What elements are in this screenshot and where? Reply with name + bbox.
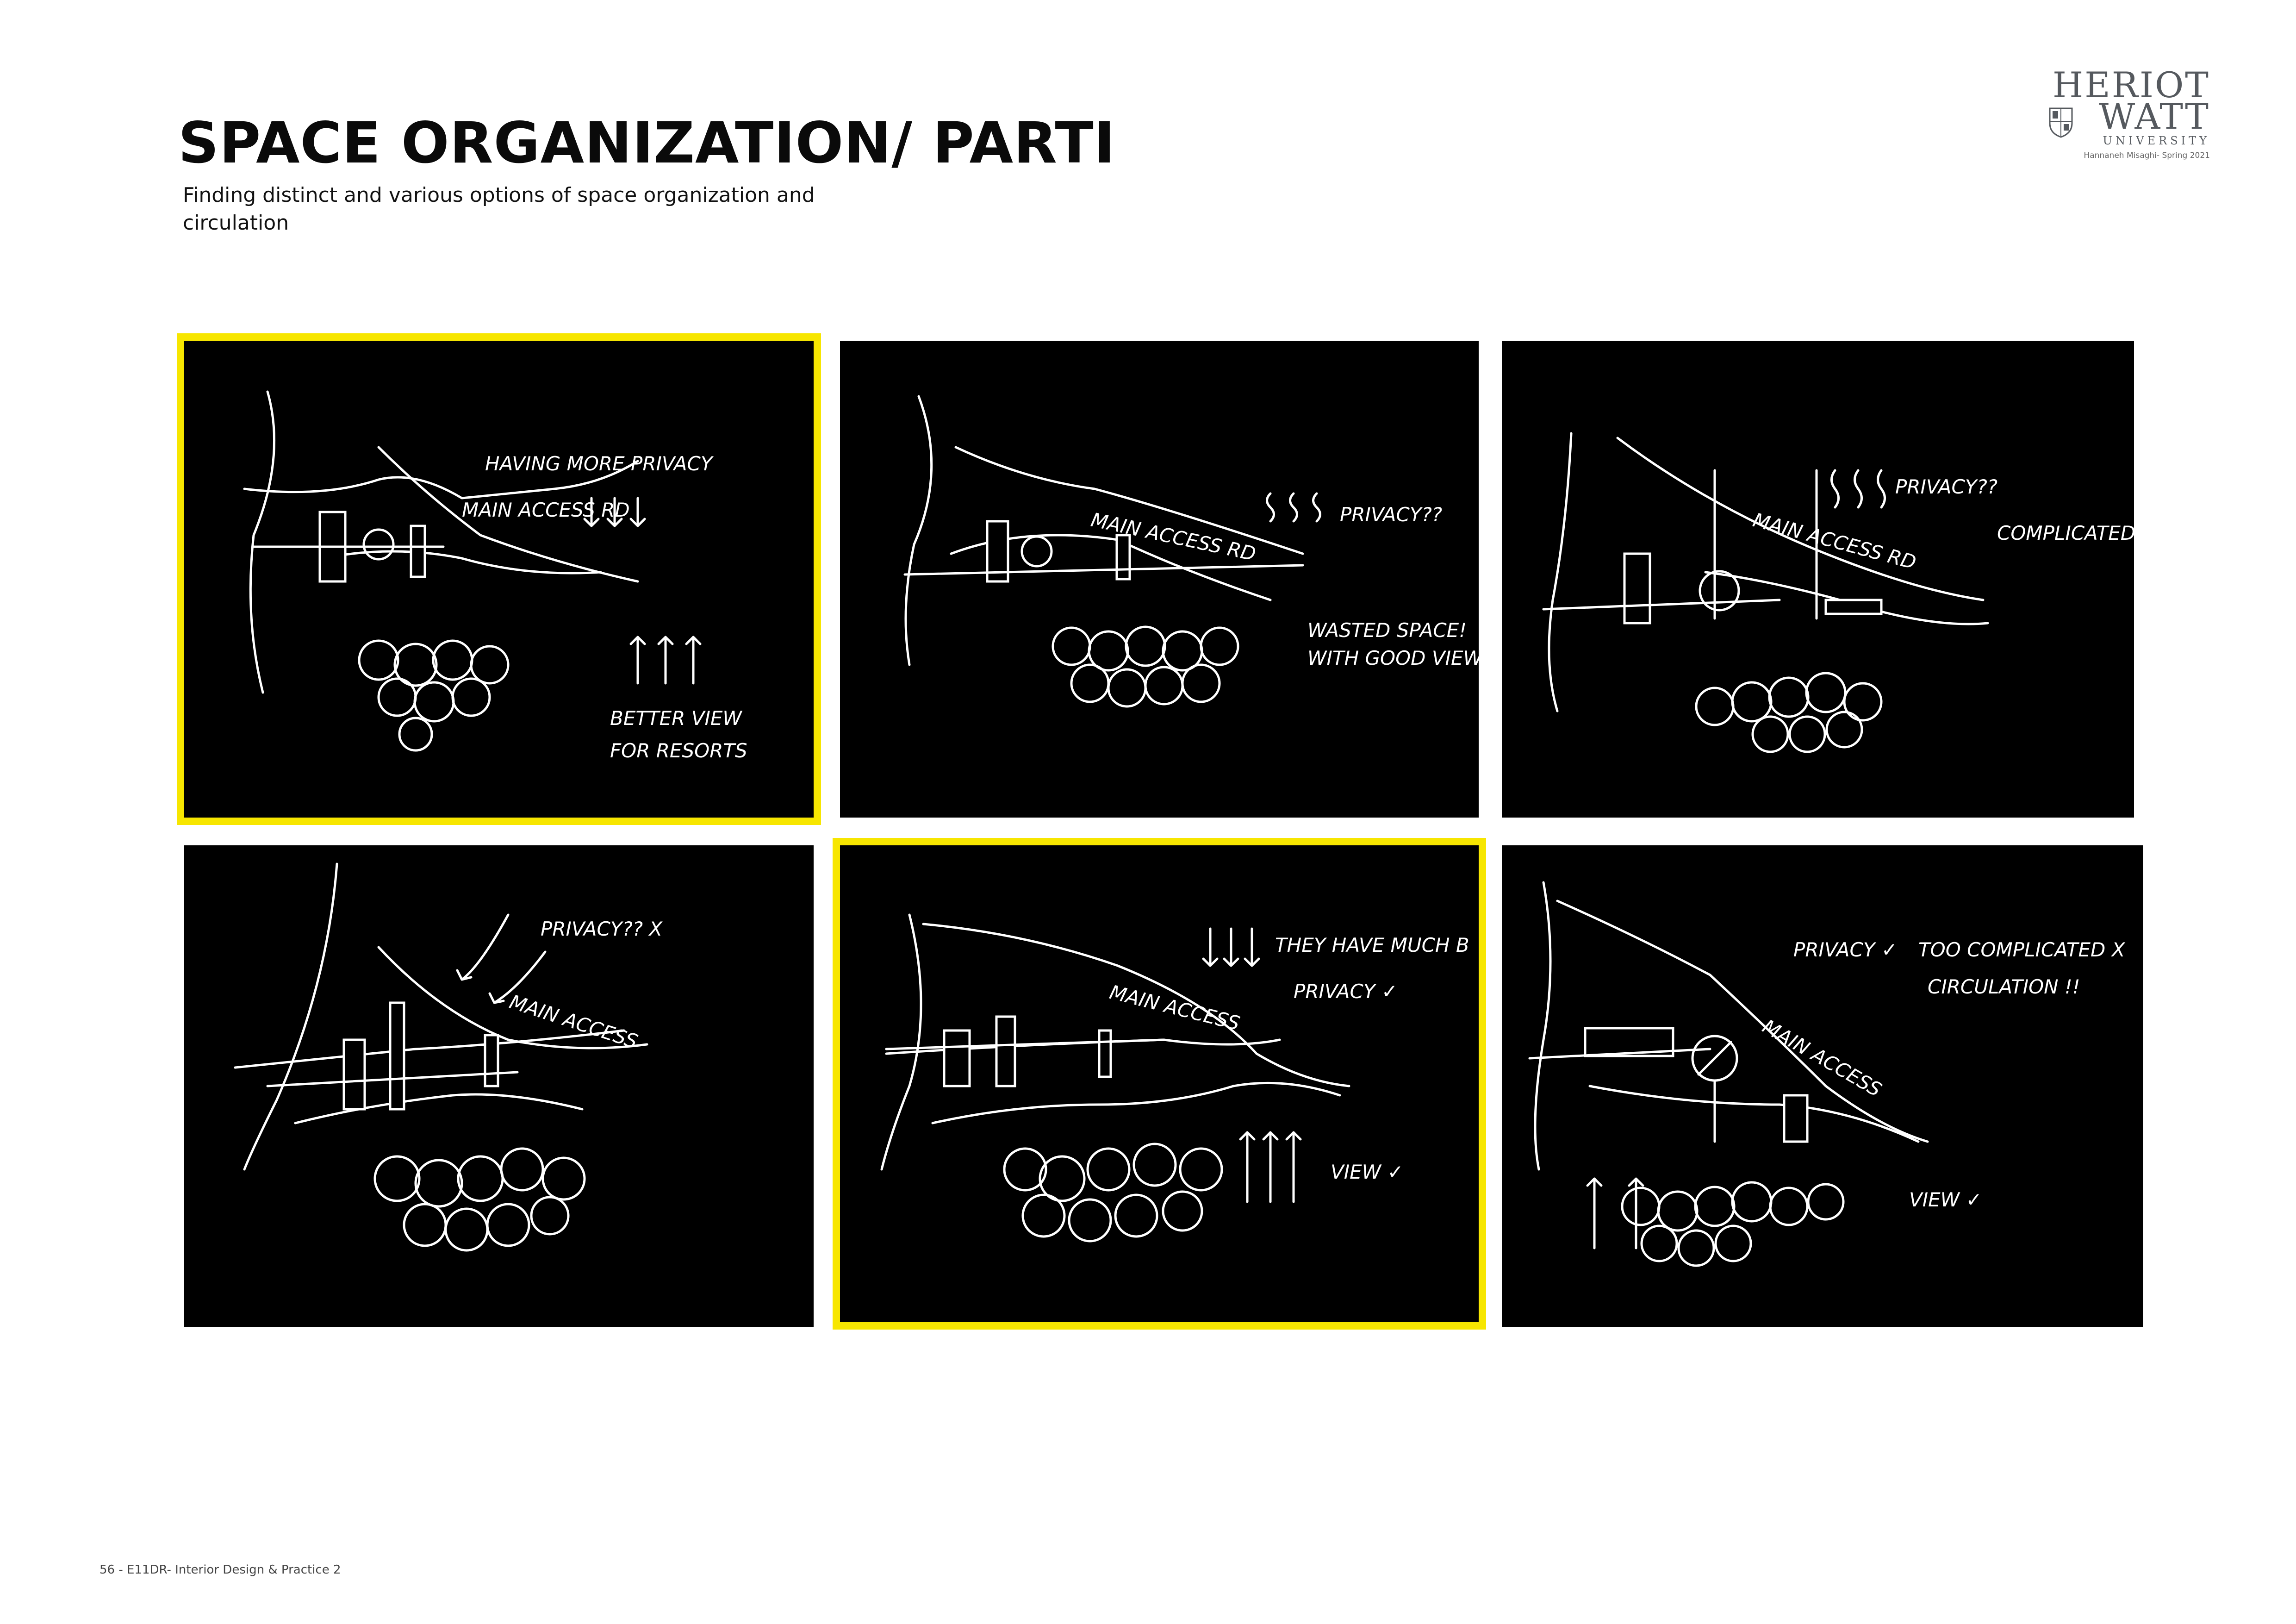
sketch-panel-3: PRIVACY?? COMPLICATED MAIN ACCESS RD [1502, 341, 2134, 818]
sketch-drawing: PRIVACY ✓ TOO COMPLICATED X CIRCULATION … [1528, 881, 2126, 1267]
sketch-note: PRIVACY ✓ [1793, 938, 1898, 961]
sketch-note: COMPLICATED [1997, 522, 2134, 544]
sketch-note: BETTER VIEW [610, 707, 742, 730]
logo-word-heriot: HERIOT [2053, 64, 2210, 106]
sketch-note: MAIN ACCESS RD [1750, 508, 1918, 574]
sketch-note: FOR RESORTS [610, 739, 747, 762]
sketch-note: PRIVACY ✓ [1294, 980, 1398, 1003]
sketch-panel-5: THEY HAVE MUCH B PRIVACY ✓ MAIN ACCESS V… [833, 838, 1486, 1330]
logo-word-university: UNIVERSITY [2103, 134, 2210, 147]
sketch-note: WASTED SPACE! [1307, 619, 1467, 642]
university-logo: HERIOT WATT UNIVERSITY Hannaneh Misaghi-… [2043, 64, 2210, 160]
sketch-drawing: THEY HAVE MUCH B PRIVACY ✓ MAIN ACCESS V… [880, 913, 1469, 1243]
sketch-drawing: PRIVACY?? COMPLICATED MAIN ACCESS RD [1542, 432, 2134, 753]
sketch-note: MAIN ACCESS RD [462, 499, 630, 521]
logo-word-watt: WATT [2099, 96, 2210, 137]
sketch-note: WITH GOOD VIEW [1307, 647, 1479, 669]
sketch-note: THEY HAVE MUCH B [1275, 934, 1469, 956]
sketch-panel-6: PRIVACY ✓ TOO COMPLICATED X CIRCULATION … [1502, 845, 2143, 1327]
sketch-note: PRIVACY?? [1895, 475, 1997, 498]
sketch-drawing: MAIN ACCESS RD PRIVACY?? WASTED SPACE! W… [903, 395, 1479, 708]
sketch-note: VIEW ✓ [1909, 1188, 1982, 1211]
page-title: SPACE ORGANIZATION/ PARTI [178, 110, 1116, 176]
sketch-panel-4: PRIVACY?? X MAIN ACCESS [184, 845, 814, 1327]
sketch-drawing: PRIVACY?? X MAIN ACCESS [234, 862, 663, 1252]
sketch-note: TOO COMPLICATED X [1918, 938, 2126, 961]
sketch-note: MAIN ACCESS [1108, 981, 1242, 1035]
sketch-panel-1: HAVING MORE PRIVACY MAIN ACCESS RD BETTE… [177, 333, 821, 825]
sketch-note: HAVING MORE PRIVACY [485, 452, 714, 475]
sketch-note: VIEW ✓ [1331, 1161, 1404, 1183]
sketch-note: PRIVACY?? [1340, 503, 1442, 526]
sketch-drawing: HAVING MORE PRIVACY MAIN ACCESS RD BETTE… [243, 390, 747, 762]
page-subtitle: Finding distinct and various options of … [183, 183, 815, 235]
sketch-note: PRIVACY?? X [541, 918, 663, 940]
sketch-panel-2: MAIN ACCESS RD PRIVACY?? WASTED SPACE! W… [840, 341, 1479, 818]
sketch-note: MAIN ACCESS RD [1089, 508, 1258, 565]
crest-icon [2049, 107, 2073, 138]
sketch-note: MAIN ACCESS [1759, 1015, 1885, 1101]
sketch-note: CIRCULATION !! [1928, 975, 2080, 998]
page-footer: 56 - E11DR- Interior Design & Practice 2 [100, 1563, 341, 1577]
author-credit: Hannaneh Misaghi- Spring 2021 [2084, 151, 2210, 160]
